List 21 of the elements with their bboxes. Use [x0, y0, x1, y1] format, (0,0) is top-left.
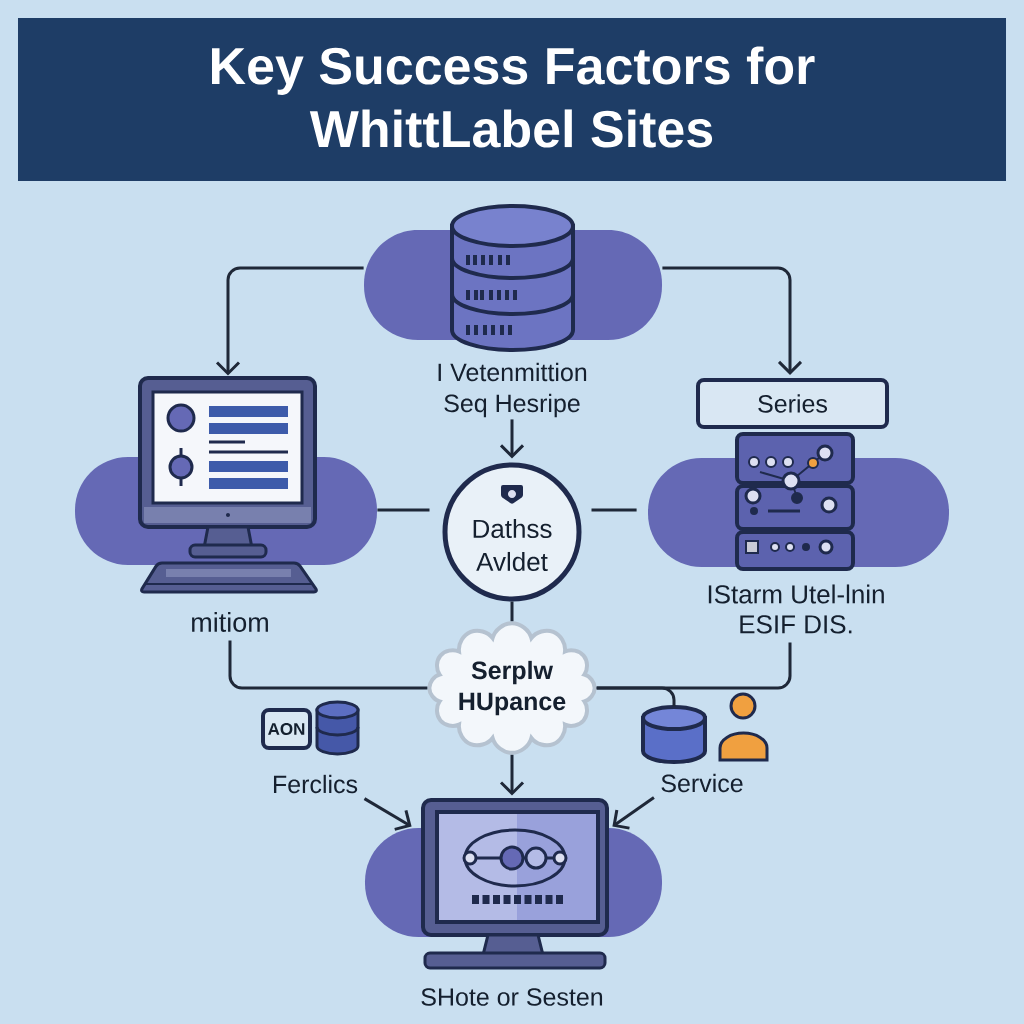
node-label: SHote or Sesten	[421, 988, 603, 1006]
arrow	[499, 754, 525, 796]
database-cylinder	[641, 705, 707, 764]
connector-line	[228, 640, 428, 690]
connector-line	[377, 508, 430, 512]
label-box: AON	[261, 708, 312, 750]
arrow	[499, 419, 525, 459]
arrow	[215, 266, 364, 376]
connector-line	[596, 686, 676, 707]
node-label: Ferclics	[274, 774, 358, 794]
arrow	[363, 797, 412, 831]
arrow	[612, 796, 655, 830]
connector-line	[591, 508, 637, 512]
connector-line	[510, 601, 514, 622]
node-label: mitiom	[192, 612, 268, 632]
arrow	[662, 266, 803, 375]
title-banner: Key Success Factors for WhittLabel Sites	[18, 18, 1006, 181]
node-label: Service	[661, 773, 743, 793]
node-label: IStarm Utel-lnin ESIF DIS.	[708, 584, 884, 634]
node-label: I Vetenmittion Seq Hesripe	[438, 362, 587, 418]
label-box: Series	[696, 378, 889, 429]
